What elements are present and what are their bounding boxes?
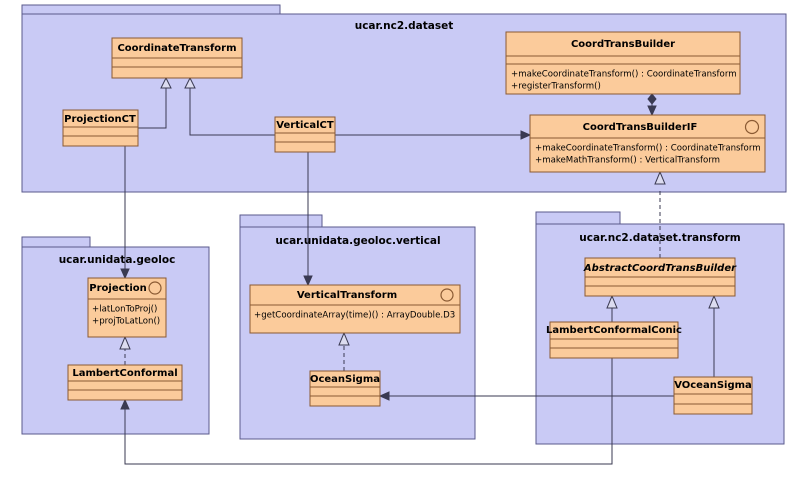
link-voceansigma-to-abstractcoordtransbuilder [708,294,720,377]
interface-circle-icon [744,119,760,135]
generalization-arrowhead [160,76,172,89]
package-body [21,246,210,435]
class-projection[interactable]: Projection +latLonToProj() +projToLatLon… [87,277,167,338]
association-arrowhead [647,105,657,117]
class-lambert-conformal-conic[interactable]: LambertConformalConic [546,321,682,359]
class-title: OceanSigma [310,374,380,385]
class-vocean-sigma[interactable]: VOceanSigma [673,376,753,415]
link-verticalct-to-coordtransbuilderif [335,130,532,140]
class-vertical-ct[interactable]: VerticalCT [274,116,336,153]
link-lambertconformal-to-projection [119,335,131,365]
class-box [673,376,753,415]
link-verticalct-to-coordinatetransform [184,76,275,136]
association-arrowhead [120,398,130,410]
class-title: ProjectionCT [64,114,136,125]
link-lambertconformalconic-to-lambertconformal [120,358,613,465]
class-box [529,114,766,173]
class-lambert-conformal[interactable]: LambertConformal [67,364,183,401]
class-title: VerticalCT [276,120,334,131]
class-title: Projection [89,283,146,294]
package-label-geoloc: ucar.unidata.geoloc [59,254,176,266]
package-label-transform: ucar.nc2.dataset.transform [579,232,741,244]
class-member: +latLonToProj() [92,305,157,315]
link-abstractcoordtransbuilder-to-coordtransbuilderif [654,170,666,258]
class-title: VerticalTransform [297,290,397,301]
interface-circle-icon [440,288,454,302]
link-lambertconformalconic-to-abstractcoordtransbuilder [606,294,618,322]
class-abstract-coord-trans-builder[interactable]: AbstractCoordTransBuilder [583,257,737,297]
class-coord-trans-builder[interactable]: CoordTransBuilder +makeCoordinateTransfo… [505,31,741,95]
class-title: CoordinateTransform [117,43,236,54]
class-title: VOceanSigma [674,380,752,391]
generalization-arrowhead [119,335,131,350]
link-projectionct-to-coordinatetransform [138,76,172,129]
association-arrowhead [303,275,313,287]
class-box [87,277,167,338]
class-title: LambertConformalConic [546,325,682,336]
class-title: CoordTransBuilderIF [583,122,698,133]
class-box [505,31,741,95]
interface-circle-icon [148,281,162,295]
class-ocean-sigma[interactable]: OceanSigma [309,370,381,407]
package-label-dataset: ucar.nc2.dataset [355,20,454,32]
class-member: +makeCoordinateTransform() : CoordinateT… [511,70,737,80]
package-tab [239,214,323,229]
class-coordinate-transform[interactable]: CoordinateTransform [111,37,243,79]
class-box [549,321,679,359]
realization-arrowhead [654,170,666,185]
class-member: +projToLatLon() [92,317,160,327]
class-box [249,284,461,334]
class-member: +makeCoordinateTransform() : CoordinateT… [535,144,761,154]
realization-arrowhead [338,331,350,346]
class-box [274,116,336,153]
link-projectionct-to-projection [120,146,130,280]
package-tab [535,211,621,226]
class-title: CoordTransBuilder [571,39,675,50]
association-arrowhead [120,268,130,280]
class-projection-ct[interactable]: ProjectionCT [62,109,139,147]
class-member: +registerTransform() [511,82,601,92]
association-arrowhead [520,130,532,140]
class-member: +getCoordinateArray(time)() : ArrayDoubl… [254,311,455,321]
class-box [62,109,139,147]
class-box [309,370,381,407]
generalization-arrowhead [184,76,196,89]
class-vertical-transform[interactable]: VerticalTransform +getCoordinateArray(ti… [249,284,461,334]
link-coordtransbuilder-to-coordtransbuilderif [647,93,657,117]
class-title: LambertConformal [72,368,177,379]
link-verticalct-to-verticaltransform [303,152,313,287]
link-voceansigma-to-oceansigma [378,391,674,401]
aggregation-diamond [647,93,657,105]
package-label-vertical: ucar.unidata.geoloc.vertical [275,235,440,247]
association-arrowhead [378,391,390,401]
class-title: AbstractCoordTransBuilder [583,263,737,274]
link-oceansigma-to-verticaltransform [338,331,350,371]
class-box [67,364,183,401]
generalization-arrowhead [606,294,618,309]
class-coord-trans-builder-if[interactable]: CoordTransBuilderIF +makeCoordinateTrans… [529,114,766,173]
generalization-arrowhead [708,294,720,309]
class-member: +makeMathTransform() : VerticalTransform [535,156,720,166]
